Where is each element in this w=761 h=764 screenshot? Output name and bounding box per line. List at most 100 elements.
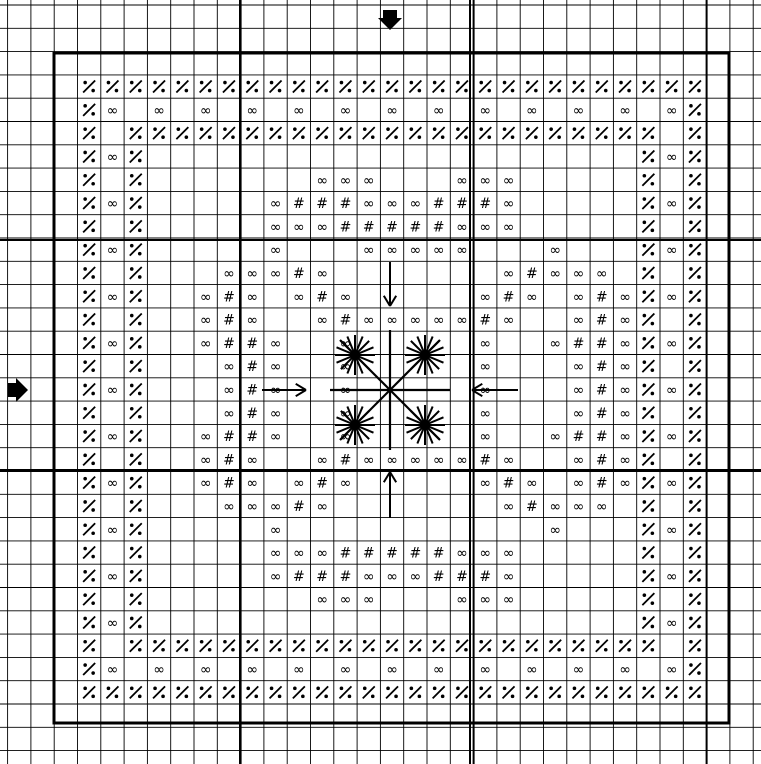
infinity-symbol: ∞ [107, 476, 119, 492]
half-stitch-symbol [363, 127, 375, 139]
infinity-symbol: ∞ [666, 289, 678, 305]
infinity-symbol: ∞ [596, 266, 608, 282]
infinity-symbol: ∞ [456, 173, 468, 189]
infinity-symbol: ∞ [363, 243, 375, 259]
half-stitch-symbol [409, 640, 421, 652]
infinity-symbol: ∞ [386, 662, 398, 678]
half-stitch-symbol [270, 127, 282, 139]
half-stitch-symbol [130, 570, 142, 582]
half-stitch-symbol [689, 523, 701, 535]
half-stitch-symbol [83, 220, 95, 232]
infinity-symbol: ∞ [666, 662, 678, 678]
half-stitch-symbol [176, 640, 188, 652]
infinity-symbol: ∞ [619, 336, 631, 352]
half-stitch-symbol [479, 81, 491, 93]
half-stitch-symbol [83, 453, 95, 465]
half-stitch-symbol [689, 593, 701, 605]
infinity-symbol: ∞ [107, 615, 119, 631]
infinity-symbol: ∞ [316, 592, 328, 608]
half-stitch-symbol [456, 640, 468, 652]
half-stitch-symbol [200, 127, 212, 139]
half-stitch-symbol [479, 127, 491, 139]
infinity-symbol: ∞ [526, 476, 538, 492]
infinity-symbol: ∞ [316, 219, 328, 235]
infinity-symbol: ∞ [223, 359, 235, 375]
half-stitch-symbol [689, 290, 701, 302]
hash-symbol: # [223, 452, 235, 468]
half-stitch-symbol [642, 337, 654, 349]
half-stitch-symbol [619, 640, 631, 652]
half-stitch-symbol [666, 686, 678, 698]
infinity-symbol: ∞ [619, 476, 631, 492]
infinity-symbol: ∞ [456, 546, 468, 562]
infinity-symbol: ∞ [246, 103, 258, 119]
infinity-symbol: ∞ [363, 196, 375, 212]
infinity-symbol: ∞ [456, 452, 468, 468]
half-stitch-symbol [689, 500, 701, 512]
half-stitch-symbol [339, 127, 351, 139]
half-stitch-symbol [642, 244, 654, 256]
hash-symbol: # [503, 289, 515, 305]
hash-symbol: # [293, 196, 305, 212]
half-stitch-symbol [339, 686, 351, 698]
half-stitch-symbol [689, 127, 701, 139]
half-stitch-symbol [83, 547, 95, 559]
infinity-symbol: ∞ [456, 592, 468, 608]
half-stitch-symbol [130, 81, 142, 93]
infinity-symbol: ∞ [573, 476, 585, 492]
infinity-symbol: ∞ [456, 313, 468, 329]
half-stitch-symbol [130, 453, 142, 465]
infinity-symbol: ∞ [340, 173, 352, 189]
half-stitch-symbol [130, 127, 142, 139]
half-stitch-symbol [642, 290, 654, 302]
half-stitch-symbol [479, 686, 491, 698]
half-stitch-symbol [642, 523, 654, 535]
arrow-down-icon [384, 262, 396, 306]
half-stitch-symbol [642, 616, 654, 628]
infinity-symbol: ∞ [666, 196, 678, 212]
hash-symbol: # [526, 499, 538, 515]
infinity-symbol: ∞ [153, 662, 165, 678]
half-stitch-symbol [572, 640, 584, 652]
hash-symbol: # [223, 336, 235, 352]
infinity-symbol: ∞ [433, 313, 445, 329]
hash-symbol: # [596, 289, 608, 305]
infinity-symbol: ∞ [479, 289, 491, 305]
half-stitch-symbol [130, 547, 142, 559]
hash-symbol: # [479, 452, 491, 468]
half-stitch-symbol [386, 127, 398, 139]
half-stitch-symbol [316, 640, 328, 652]
half-stitch-symbol [293, 127, 305, 139]
infinity-symbol: ∞ [433, 662, 445, 678]
infinity-symbol: ∞ [666, 615, 678, 631]
infinity-symbol: ∞ [270, 336, 282, 352]
half-stitch-symbol [83, 127, 95, 139]
left-middle-arrow-icon [8, 378, 28, 402]
half-stitch-symbol [176, 127, 188, 139]
infinity-symbol: ∞ [363, 313, 375, 329]
half-stitch-symbol [642, 453, 654, 465]
half-stitch-symbol [293, 81, 305, 93]
hash-symbol: # [316, 476, 328, 492]
infinity-symbol: ∞ [410, 243, 422, 259]
infinity-symbol: ∞ [479, 359, 491, 375]
infinity-symbol: ∞ [316, 546, 328, 562]
infinity-symbol: ∞ [619, 429, 631, 445]
infinity-symbol: ∞ [340, 289, 352, 305]
infinity-symbol: ∞ [246, 662, 258, 678]
half-stitch-symbol [83, 500, 95, 512]
half-stitch-symbol [176, 81, 188, 93]
infinity-symbol: ∞ [200, 313, 212, 329]
infinity-symbol: ∞ [573, 103, 585, 119]
half-stitch-symbol [689, 244, 701, 256]
hash-symbol: # [596, 382, 608, 398]
half-stitch-symbol [689, 81, 701, 93]
half-stitch-symbol [83, 640, 95, 652]
infinity-symbol: ∞ [340, 103, 352, 119]
half-stitch-symbol [130, 220, 142, 232]
half-stitch-symbol [642, 220, 654, 232]
half-stitch-symbol [130, 150, 142, 162]
infinity-symbol: ∞ [573, 359, 585, 375]
half-stitch-symbol [503, 81, 515, 93]
half-stitch-symbol [130, 500, 142, 512]
